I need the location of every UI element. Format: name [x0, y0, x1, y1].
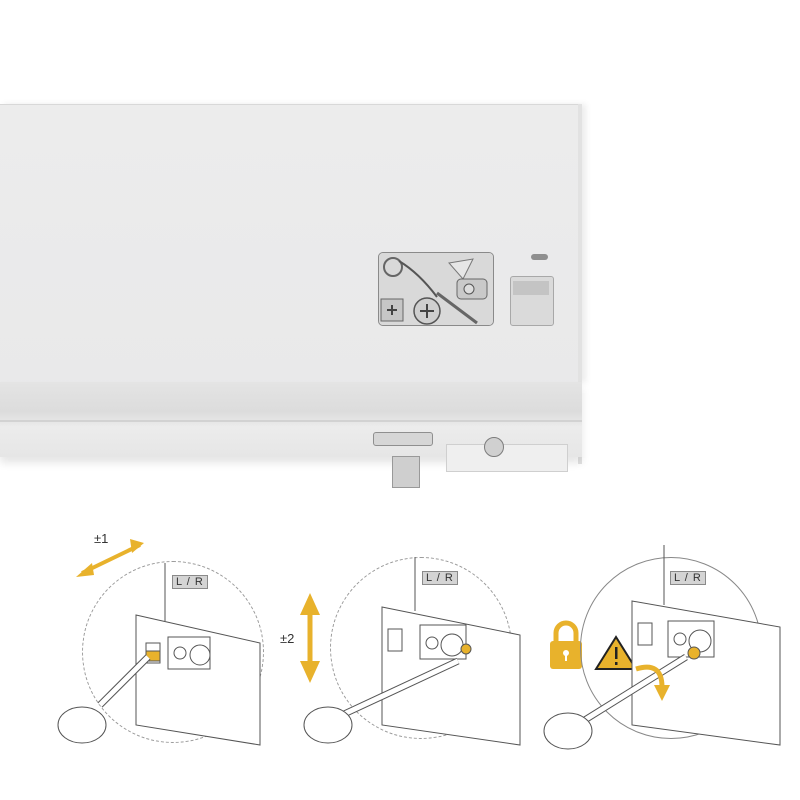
diagonal-arrow-icon [76, 539, 144, 577]
vertical-arrow-icon [300, 593, 320, 683]
step-1-side-adjustment: ±1 L / R [57, 531, 300, 785]
lock-icon [550, 620, 582, 669]
product-photo [0, 104, 582, 488]
runner-groove [0, 420, 582, 422]
mounting-hook [392, 456, 420, 488]
drawer-side-panel [0, 104, 582, 383]
mechanism-window [378, 252, 494, 326]
panel-edge [578, 104, 582, 464]
detail-circle [82, 561, 264, 743]
detail-drawing [57, 563, 261, 746]
rotate-arrow-icon [635, 664, 670, 701]
step-3-lock: L / R [540, 545, 781, 785]
mechanism-icon [379, 253, 493, 325]
detail-drawing [303, 557, 521, 746]
adjust-label: ±1 [94, 531, 109, 546]
side-label: L / R [422, 571, 458, 585]
indicator-slot [531, 254, 548, 260]
runner-bracket [446, 444, 568, 472]
side-label: L / R [172, 575, 208, 589]
side-label: L / R [670, 571, 706, 585]
detail-drawing [543, 545, 781, 750]
rear-clip [373, 432, 433, 446]
release-tab [510, 276, 554, 326]
step-2-height-adjustment: ±2 L / R [280, 545, 521, 785]
bracket-screw [484, 437, 504, 457]
adjust-label: ±2 [280, 631, 295, 646]
